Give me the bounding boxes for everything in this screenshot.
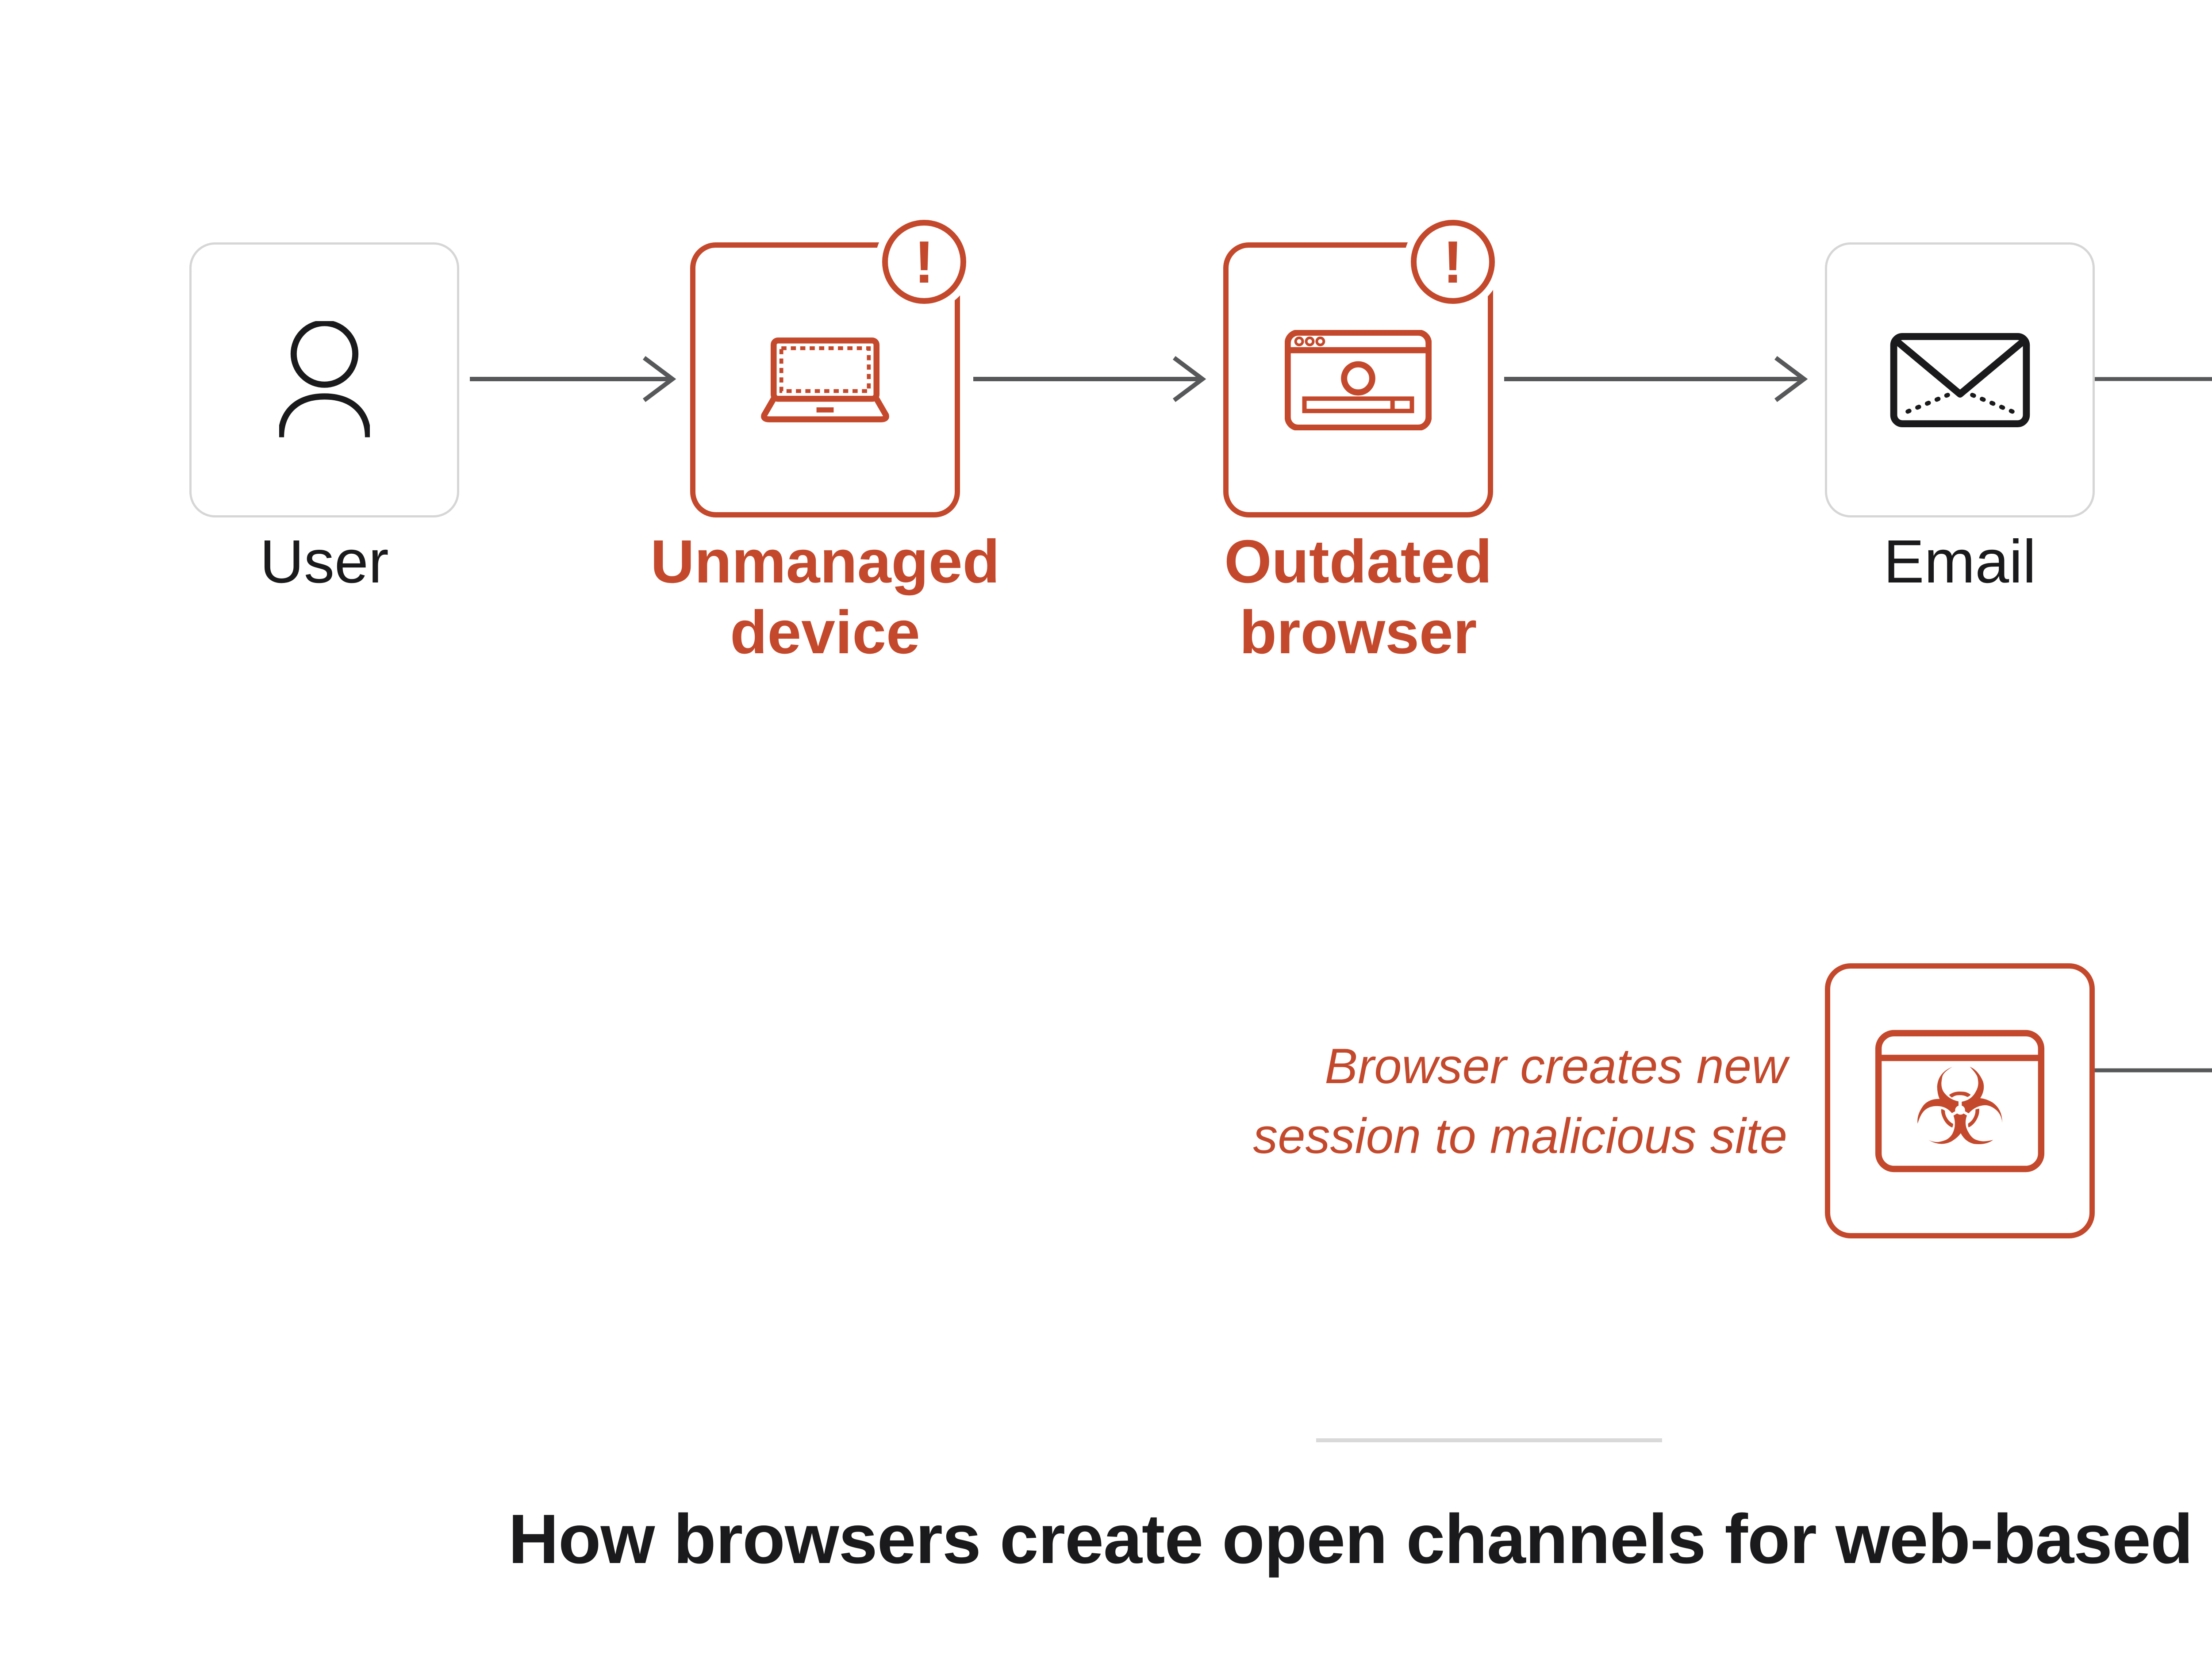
biohazard-icon: ☣: [1912, 1046, 2007, 1169]
exclamation-icon: !: [914, 228, 934, 295]
envelope-icon: [1890, 333, 2030, 427]
malicious-site-icon: ☣: [1875, 1030, 2045, 1172]
flow-arrow-browser-to-email: [1504, 356, 1808, 402]
alert-badge-unmanaged: !: [882, 220, 966, 304]
node-user-label: User: [260, 528, 389, 596]
node-email: [1825, 242, 2095, 517]
malicious-annotation: Browser creates new session to malicious…: [1253, 1038, 1787, 1164]
node-outdated-browser-label: Outdated browser: [1224, 528, 1492, 667]
node-unmanaged-device-label: Unmanaged device: [650, 528, 1000, 667]
user-icon: [279, 321, 370, 437]
diagram-title: How browsers create open channels for we…: [508, 1500, 2212, 1578]
node-malicious-site: ☣: [1825, 963, 2095, 1238]
alert-badge-outdated: !: [1411, 220, 1495, 304]
node-user: [189, 242, 459, 517]
browser-window-icon: [1285, 330, 1432, 430]
exclamation-icon: !: [1443, 228, 1463, 295]
divider-line: [1316, 1438, 1662, 1442]
laptop-icon: [761, 337, 889, 422]
node-email-label: Email: [1883, 528, 2036, 596]
flow-arrow-device-to-browser: [973, 356, 1206, 402]
node-outdated-browser: [1223, 242, 1493, 517]
connector-line: [2095, 377, 2212, 1073]
flow-arrow-user-to-device: [470, 356, 676, 402]
